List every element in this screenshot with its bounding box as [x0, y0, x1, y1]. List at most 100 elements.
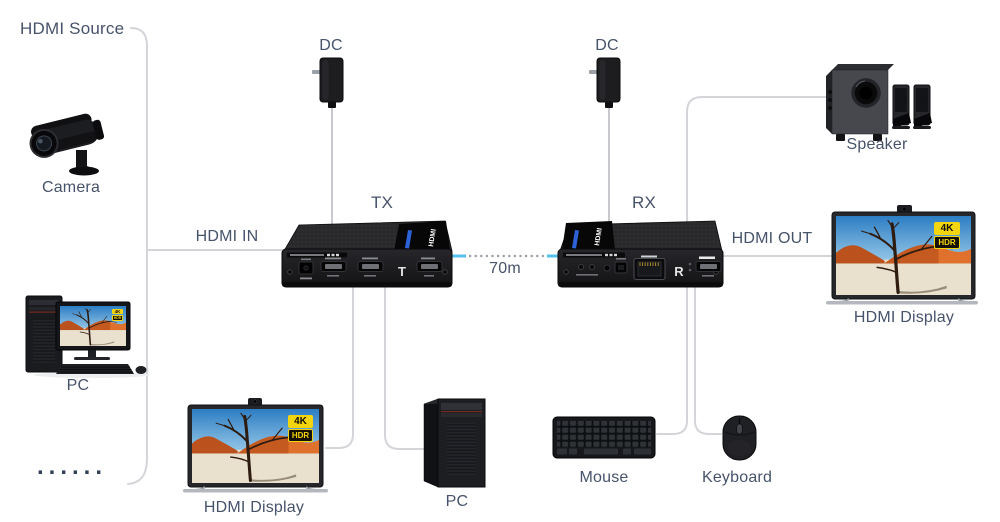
tx-label: TX	[370, 193, 394, 212]
tx-hdmi-port-1-inner	[325, 264, 342, 269]
pc-bottom-drive-bay	[441, 403, 482, 410]
pc-bottom-side	[423, 398, 439, 488]
keyboard-keys	[557, 421, 651, 447]
display-right-stand-bar	[826, 301, 978, 305]
mouse-button-line	[724, 431, 755, 436]
subwoofer-knob	[828, 98, 832, 102]
connector-keyboard	[656, 285, 688, 435]
pc-left-monitor-stand	[88, 350, 96, 357]
pc-left-mouse	[135, 366, 147, 374]
subwoofer-foot	[873, 134, 882, 141]
tx-screw-right	[442, 269, 448, 275]
rx-optical-caption	[616, 258, 626, 260]
subwoofer-side	[826, 70, 832, 134]
satellite-1-grill	[895, 88, 907, 112]
tx-screw-left	[287, 269, 293, 275]
keyboard-bottom-key	[569, 448, 577, 455]
keyboard-illustration	[552, 416, 656, 459]
connector-pc-bottom	[384, 285, 437, 450]
pc-left-vent	[33, 318, 55, 364]
tx-sticker	[394, 221, 450, 251]
dc-tx-gloss	[322, 60, 329, 100]
connector-speaker	[686, 96, 827, 227]
keyboard-bottom-key	[557, 448, 567, 455]
rx-strip-mark	[614, 253, 617, 257]
tx-hdmi2-sub	[364, 275, 376, 277]
tx-dc-label	[301, 258, 311, 261]
keyboard-bottom-key	[634, 448, 651, 455]
rx-button-2	[588, 263, 596, 271]
pc-bottom-accent	[441, 411, 482, 413]
camera-mount-arm	[76, 150, 87, 168]
rx-label: RX	[631, 193, 657, 212]
tx-unit-illustration: HDMI T	[281, 220, 453, 288]
mouse-illustration	[722, 415, 757, 461]
mouse-palm	[727, 440, 752, 456]
pc-left-drive-bay	[29, 300, 59, 305]
hdmi-out-label: HDMI OUT	[731, 230, 813, 247]
under-mouse-label: Keyboard	[701, 469, 773, 486]
tx-hdmi-port-2-inner	[362, 264, 379, 269]
rx-rj45-pins	[639, 262, 659, 266]
pc-left-keyboard-rows	[58, 366, 133, 373]
pc-left-monitor-base	[74, 357, 110, 360]
keyboard-spacebar	[584, 448, 618, 455]
rx-strip-mark	[609, 253, 613, 257]
rx-dip-dot	[688, 268, 692, 272]
rx-optical-inner	[618, 265, 624, 270]
tx-sticker-blue-bar	[405, 230, 412, 249]
speaker-illustration	[826, 64, 932, 141]
rx-button-1	[577, 263, 585, 271]
pc-bottom-illustration	[423, 398, 486, 488]
more-sources-dots: ......	[36, 453, 108, 480]
camera-back-cap	[92, 119, 105, 140]
tx-hdmi2-caption	[362, 257, 378, 260]
display-bottom-stand-bar	[183, 489, 328, 493]
hdmi-display-right-illustration	[826, 205, 978, 305]
subwoofer-knob	[828, 90, 832, 94]
badge-4k-text: 4K	[288, 415, 313, 428]
tx-dc-caption	[300, 277, 312, 280]
badge-4k-text: 4K	[934, 222, 960, 235]
tx-strip-mark	[331, 253, 335, 257]
tx-sticker-hdmi-text: HDMI	[428, 228, 438, 247]
speaker-label: Speaker	[846, 136, 908, 153]
badge-4k-text: 4K	[112, 309, 123, 314]
hdmi-in-label: HDMI IN	[195, 228, 259, 245]
pc-bottom-vent	[447, 423, 476, 475]
satellite-2-foot	[913, 126, 931, 129]
badge-hdr-text: HDR	[934, 236, 960, 249]
rx-letter: R	[674, 264, 684, 279]
subwoofer-top	[832, 64, 894, 70]
dc-rx-nub	[605, 102, 613, 108]
pc-left-illustration	[25, 295, 150, 378]
pc-left-drive-bay2	[29, 307, 59, 311]
rx-bottom-lip	[558, 282, 723, 287]
rx-ir-jack	[603, 264, 611, 272]
pc-bottom-drive-bay2	[441, 413, 482, 417]
camera-base	[69, 166, 99, 176]
connection-lines	[127, 27, 834, 485]
mouse-scroll-wheel	[736, 423, 743, 435]
rx-sticker	[562, 221, 615, 250]
pc-left-keyboard	[56, 364, 134, 374]
rx-unit-illustration: HDMI R	[557, 220, 724, 288]
dc-adapter-tx-illustration	[312, 57, 344, 108]
dc-rx-label: DC	[595, 37, 619, 54]
tx-name-strip-text	[290, 254, 324, 256]
rx-hdmi-sub	[702, 275, 714, 277]
distance-label: 70m	[489, 260, 521, 277]
rx-name-strip-text	[566, 254, 602, 256]
tx-letter: T	[398, 264, 406, 279]
tx-out-sub	[424, 275, 434, 277]
satellite-2-grill	[916, 88, 928, 112]
subwoofer-knob	[828, 106, 832, 110]
satellite-1-base	[893, 113, 911, 128]
tx-hdmi1-sub	[327, 275, 339, 277]
camera-lens-glint	[38, 138, 43, 144]
keyboard-bottom-key	[623, 448, 631, 455]
dc-adapter-rx-illustration	[589, 57, 621, 108]
rx-hdmi-caption	[699, 256, 715, 259]
tx-out-port-inner	[421, 264, 438, 269]
tx-strip-mark	[336, 253, 339, 257]
